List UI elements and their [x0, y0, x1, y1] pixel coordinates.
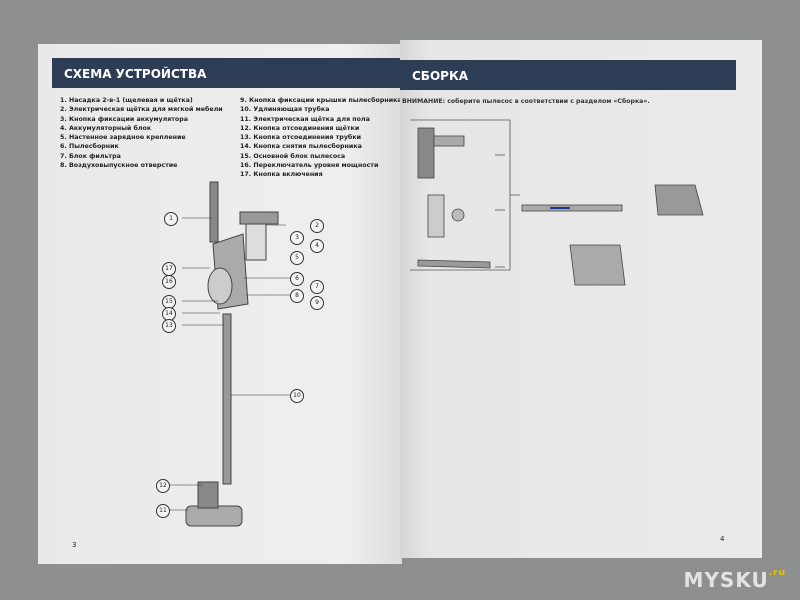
list-item: 12. Кнопка отсоединения щётки — [240, 124, 360, 132]
section-header: СБОРКА — [400, 60, 736, 90]
callout-12: 12 — [156, 479, 170, 493]
list-item: 6. Пылесборник — [60, 143, 119, 151]
list-item: 17. Кнопка включения — [240, 171, 323, 179]
parts-list: 1. Насадка 2-в-1 (щелевая и щётка) 2. Эл… — [60, 96, 223, 170]
left-page: СХЕМА УСТРОЙСТВА 1. Насадка 2-в-1 (щелев… — [38, 44, 402, 564]
page-number: 3 — [72, 541, 77, 549]
list-item: 15. Основной блок пылесоса — [240, 152, 346, 160]
list-item: 11. Электрическая щётка для пола — [240, 115, 370, 123]
parts-list: 9. Кнопка фиксации крышки пылесборника 1… — [240, 96, 402, 180]
callout-6: 6 — [290, 272, 304, 286]
list-item: 1. Насадка 2-в-1 (щелевая и щётка) — [60, 97, 193, 104]
assembly-diagram — [410, 119, 704, 286]
list-item: 8. Воздуховыпускное отверстие — [60, 162, 178, 170]
list-item: 14. Кнопка снятия пылесборника — [240, 143, 362, 151]
list-item: 5. Настенное зарядное крепление — [60, 134, 186, 142]
callout-11: 11 — [156, 504, 170, 518]
callout-1: 1 — [164, 212, 178, 226]
watermark-suffix: .ru — [768, 568, 786, 578]
callout-3: 3 — [290, 231, 304, 245]
callout-2: 2 — [310, 219, 324, 233]
callout-5: 5 — [290, 251, 304, 265]
warning-note: ВНИМАНИЕ: соберите пылесос в соответстви… — [402, 98, 650, 105]
list-item: 9. Кнопка фиксации крышки пылесборника — [240, 97, 402, 104]
callout-4: 4 — [310, 239, 324, 253]
watermark-text: MYSKU — [683, 568, 769, 592]
callout-9: 9 — [310, 296, 324, 310]
list-item: 16. Переключатель уровня мощности — [240, 162, 379, 170]
page-number: 4 — [720, 535, 725, 543]
vacuum-diagram — [158, 181, 290, 527]
section-title: СХЕМА УСТРОЙСТВА — [64, 67, 207, 81]
watermark: MYSKU.ru — [684, 568, 786, 592]
callout-7: 7 — [310, 280, 324, 294]
list-item: 7. Блок фильтра — [60, 152, 121, 160]
callout-16: 16 — [162, 275, 176, 289]
list-item: 4. Аккумуляторный блок — [60, 124, 152, 132]
list-item: 2. Электрическая щётка для мягкой мебели — [60, 106, 223, 114]
callout-10: 10 — [290, 389, 304, 403]
right-page: СБОРКА ВНИМАНИЕ: соберите пылесос в соот… — [400, 40, 762, 558]
list-item: 3. Кнопка фиксации аккумулятора — [60, 115, 188, 123]
section-title: СБОРКА — [412, 69, 469, 83]
callout-8: 8 — [290, 289, 304, 303]
callout-13: 13 — [162, 319, 176, 333]
section-header: СХЕМА УСТРОЙСТВА — [52, 58, 402, 88]
list-item: 10. Удлиняющая трубка — [240, 106, 330, 114]
list-item: 13. Кнопка отсоединения трубки — [240, 134, 362, 142]
callout-17: 17 — [162, 262, 176, 276]
